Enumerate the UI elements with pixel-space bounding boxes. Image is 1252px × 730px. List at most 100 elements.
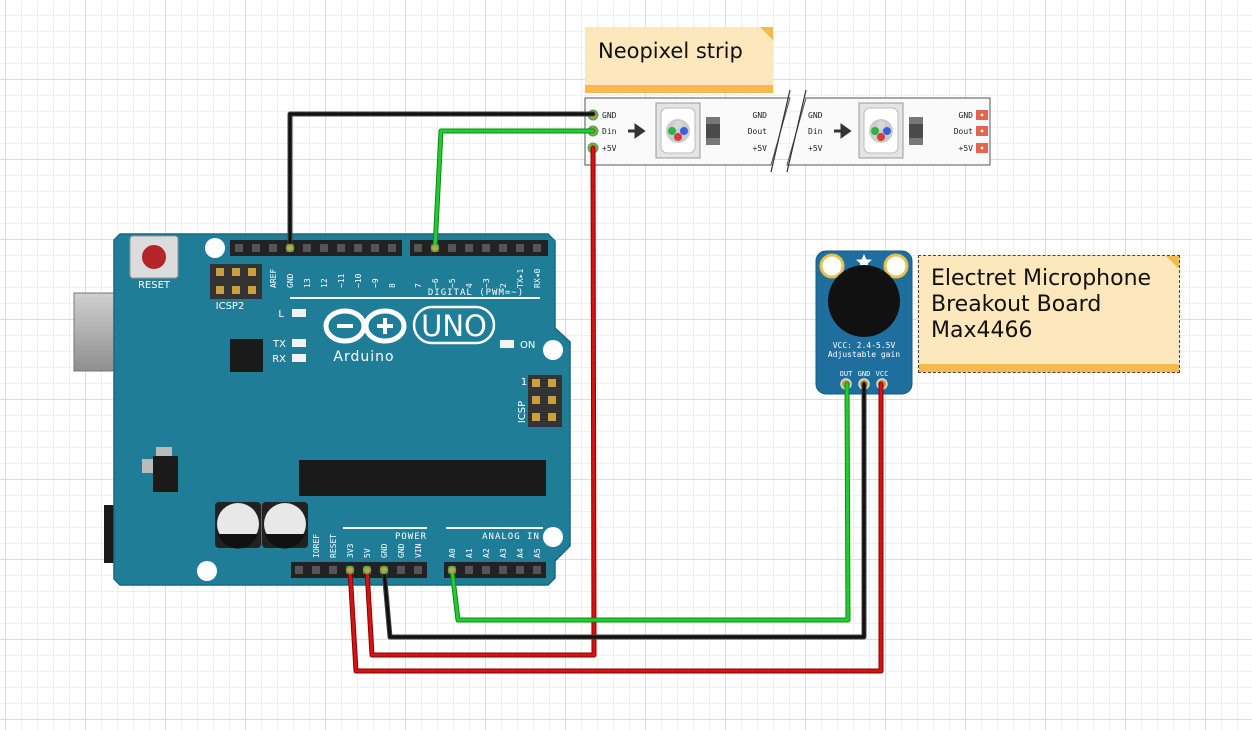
header-pin-hole[interactable] [465,566,473,574]
header-pin-hole[interactable] [235,244,243,252]
neopixel-led [858,102,904,159]
strip-pin-label: GND [602,111,617,120]
header-pin-hole[interactable] [354,244,362,252]
strip-pin-label: +5V [753,144,768,153]
reset-button-cap [142,245,166,269]
mount-hole [883,253,909,279]
header-pin-hole[interactable] [533,244,541,252]
led-on [500,340,514,348]
wire-a0-mic-out[interactable] [449,381,851,623]
note-fold [760,27,773,40]
digital-header-right [410,240,548,256]
wire-5v-strip[interactable] [364,145,597,658]
header-pin-label: GND [397,543,406,558]
electret-microphone [828,265,900,337]
header-pin-hole[interactable] [448,244,456,252]
led-on-label: ON [520,340,535,351]
regulator-tab [156,447,172,457]
header-pin-hole[interactable] [388,244,396,252]
mic-note-line-3: Max4466 [931,318,1033,343]
mic-vcc-text: VCC: 2.4-5.5V [833,341,896,350]
header-pin-hole[interactable] [516,566,524,574]
header-pin-hole[interactable] [329,566,337,574]
pad-dot [980,146,984,150]
header-pin-label: TX▸1 [516,269,525,288]
header-pin-hole[interactable] [533,566,541,574]
header-pin-hole[interactable] [269,244,277,252]
header-pin-label: ~6 [431,278,440,288]
header-pin-label: AREF [269,269,278,288]
analog-header [444,562,546,578]
header-pin-hole[interactable] [465,244,473,252]
icsp2-header [210,264,262,299]
power-label: POWER [395,532,427,542]
icsp2-label: ICSP2 [216,301,245,312]
voltage-regulator [153,456,178,492]
power-header [291,562,427,578]
wire-gnd-strip[interactable] [287,111,596,251]
usb-chip [230,339,263,372]
strip-pin-label: Dout [748,127,767,136]
strip-pin-label: +5V [808,144,823,153]
header-pin-hole[interactable] [320,244,328,252]
header-pin-hole[interactable] [482,566,490,574]
strip-pin-label: +5V [602,144,617,153]
header-pin-label: ~9 [371,278,380,288]
header-pin-hole[interactable] [303,244,311,252]
header-pin-hole[interactable] [482,244,490,252]
header-pin-label: 5V [363,548,372,558]
led-rx [292,354,306,362]
microphone-note[interactable]: Electret Microphone Breakout Board Max44… [918,255,1180,373]
uno-label: UNO [421,309,487,343]
pad-dot [980,113,984,117]
mic-note-line-2: Breakout Board [931,292,1102,317]
wire-3v3-mic-vcc[interactable] [347,381,884,674]
neopixel-note-title: Neopixel strip [598,39,743,63]
icsp-label: ICSP [517,401,528,423]
bottom-pin-holes [295,566,541,574]
mic-gain-text: Adjustable gain [828,350,900,359]
pad-dot [980,129,984,133]
mic-pin-label: GND [858,370,871,378]
wire-gnd-mic[interactable] [381,381,867,640]
header-pin-hole[interactable] [252,244,260,252]
header-pin-hole[interactable] [499,566,507,574]
wire-din-strip[interactable] [432,128,596,251]
header-pin-hole[interactable] [371,244,379,252]
icsp-header [528,375,562,427]
mount-hole [197,561,217,581]
header-pin-hole[interactable] [516,244,524,252]
capacitor [215,502,261,549]
header-pin-hole[interactable] [414,244,422,252]
arrow-right-icon [628,123,646,139]
board-outline [113,233,571,586]
mount-hole [205,238,225,258]
strip-break-line [786,89,807,173]
arduino-brand: Arduino [333,349,394,365]
header-pin-hole[interactable] [414,566,422,574]
uno-badge [412,305,496,345]
mic-pin-label: VCC [876,370,889,378]
header-pin-label: A3 [499,548,508,558]
header-pin-label: 12 [320,278,329,288]
note-fold [1166,256,1179,269]
header-pin-hole[interactable] [295,566,303,574]
header-pin-label: VIN [414,543,423,558]
mount-hole [543,527,563,547]
header-pin-hole[interactable] [499,244,507,252]
header-pin-label: ~5 [448,278,457,288]
header-pin-hole[interactable] [337,244,345,252]
header-pin-hole[interactable] [312,566,320,574]
led-l [292,309,306,317]
neopixel-note[interactable]: Neopixel strip [585,27,773,93]
header-pin-label: IOREF [312,534,321,558]
mic-note-line-1: Electret Microphone [931,266,1152,291]
header-pin-hole[interactable] [397,566,405,574]
reset-label: RESET [138,280,171,291]
top-pin-holes [235,244,541,252]
header-pin-label: A2 [482,548,491,558]
arduino-infinity-logo [323,308,407,344]
